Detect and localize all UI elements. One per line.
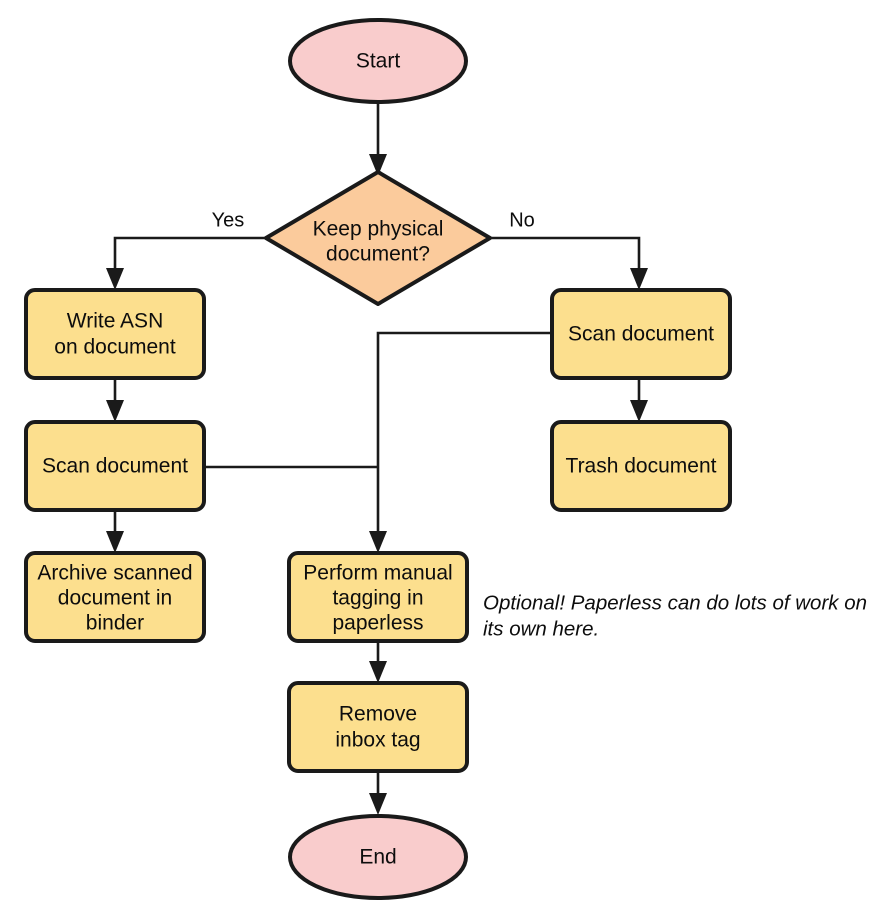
edge-scan-left-to-archive bbox=[106, 510, 124, 553]
node-archive-binder-shape[interactable] bbox=[24, 551, 206, 643]
node-decision-label-line1: Keep physical bbox=[313, 218, 444, 241]
node-write-asn-label-line2: on document bbox=[54, 336, 176, 359]
edge-label-yes: Yes bbox=[212, 209, 245, 231]
node-manual-tagging[interactable]: Perform manual tagging in paperless bbox=[287, 551, 469, 643]
arrowhead-icon bbox=[106, 531, 124, 553]
node-decision-shape[interactable] bbox=[264, 170, 492, 306]
edge-line bbox=[490, 236, 641, 277]
edge-write-asn-to-scan-left bbox=[106, 378, 124, 422]
edge-decision-yes-to-write-asn: Yes bbox=[106, 209, 266, 290]
node-archive-binder-label-line2: document in bbox=[58, 587, 172, 610]
edge-scan-right-to-trash bbox=[630, 378, 648, 422]
edge-label-no: No bbox=[509, 209, 535, 231]
node-archive-binder-label-line1: Archive scanned bbox=[37, 562, 192, 585]
node-write-asn-shape[interactable] bbox=[24, 288, 206, 380]
node-write-asn[interactable]: Write ASN on document bbox=[24, 288, 206, 380]
annotation-optional-note: Optional! Paperless can do lots of work … bbox=[483, 591, 867, 640]
edge-line bbox=[113, 236, 266, 277]
node-manual-tagging-label-line1: Perform manual bbox=[303, 562, 452, 585]
node-manual-tagging-shape[interactable] bbox=[287, 551, 469, 643]
edge-manual-tagging-to-remove-inbox-tag bbox=[369, 641, 387, 683]
node-write-asn-label-line1: Write ASN bbox=[67, 310, 163, 333]
node-manual-tagging-label-line3: paperless bbox=[332, 612, 423, 635]
node-trash-document[interactable]: Trash document bbox=[550, 420, 732, 512]
node-start-label: Start bbox=[356, 50, 401, 73]
arrowhead-icon bbox=[369, 531, 387, 553]
edge-scan-right-to-manual-tagging bbox=[369, 331, 552, 553]
node-archive-binder[interactable]: Archive scanned document in binder bbox=[24, 551, 206, 643]
arrowhead-icon bbox=[630, 400, 648, 422]
node-end-shape[interactable] bbox=[288, 814, 468, 900]
node-start-shape[interactable] bbox=[288, 18, 468, 104]
node-trash-document-shape[interactable] bbox=[550, 420, 732, 512]
node-end[interactable]: End bbox=[288, 814, 468, 900]
node-decision-label-line2: document? bbox=[326, 243, 430, 266]
node-manual-tagging-label-line2: tagging in bbox=[332, 587, 423, 610]
arrowhead-icon bbox=[106, 268, 124, 290]
node-start[interactable]: Start bbox=[288, 18, 468, 104]
arrowhead-icon bbox=[106, 400, 124, 422]
arrowhead-icon bbox=[369, 793, 387, 815]
node-end-label: End bbox=[359, 846, 396, 869]
node-scan-document-right[interactable]: Scan document bbox=[550, 288, 732, 380]
edge-line bbox=[376, 331, 552, 540]
edge-decision-no-to-scan-right: No bbox=[490, 209, 648, 290]
node-keep-physical-document[interactable]: Keep physical document? bbox=[264, 170, 492, 306]
node-archive-binder-label-line3: binder bbox=[86, 612, 144, 635]
node-scan-document-left-label: Scan document bbox=[42, 455, 188, 478]
node-scan-document-right-label: Scan document bbox=[568, 323, 714, 346]
node-remove-inbox-tag-shape[interactable] bbox=[287, 681, 469, 773]
node-remove-inbox-tag-label-line2: inbox tag bbox=[335, 729, 420, 752]
arrowhead-icon bbox=[630, 268, 648, 290]
node-remove-inbox-tag[interactable]: Remove inbox tag bbox=[287, 681, 469, 773]
arrowhead-icon bbox=[369, 661, 387, 683]
node-scan-document-right-shape[interactable] bbox=[550, 288, 732, 380]
node-remove-inbox-tag-label-line1: Remove bbox=[339, 703, 417, 726]
edge-remove-inbox-tag-to-end bbox=[369, 771, 387, 815]
edge-start-to-decision bbox=[369, 102, 387, 176]
arrowhead-icon bbox=[369, 154, 387, 176]
annotation-line1: Optional! Paperless can do lots of work … bbox=[483, 591, 867, 614]
node-scan-document-left[interactable]: Scan document bbox=[24, 420, 206, 512]
node-trash-document-label: Trash document bbox=[566, 455, 717, 478]
annotation-line2: its own here. bbox=[483, 617, 599, 640]
node-scan-document-left-shape[interactable] bbox=[24, 420, 206, 512]
